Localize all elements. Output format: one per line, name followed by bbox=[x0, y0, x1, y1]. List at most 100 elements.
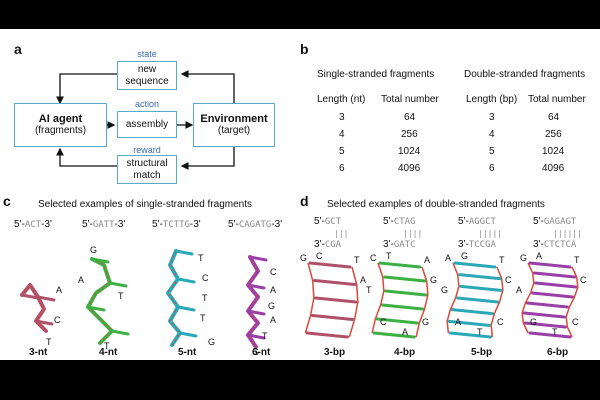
strand-prefix: 5'- bbox=[314, 216, 325, 227]
base-pair bbox=[523, 321, 567, 329]
ss-examples-title: Selected examples of single-stranded fra… bbox=[38, 199, 253, 210]
base-label: T bbox=[46, 337, 52, 347]
base-label: C bbox=[316, 251, 323, 261]
base-pair bbox=[378, 261, 422, 269]
environment-box: Environment (target) bbox=[193, 103, 275, 147]
strand-prefix: 3'- bbox=[458, 239, 469, 250]
ds-num-5: 1024 bbox=[542, 146, 565, 157]
base-label: A bbox=[516, 285, 522, 295]
base-pair bbox=[458, 273, 502, 281]
seq-bases: TCTTG bbox=[162, 220, 190, 230]
base-label: G bbox=[300, 253, 307, 263]
ds-pairs: |||| bbox=[403, 229, 423, 238]
base-pair bbox=[525, 301, 569, 309]
ss-num-4: 256 bbox=[401, 129, 418, 140]
base-label: G bbox=[268, 301, 275, 311]
base-pair bbox=[313, 279, 357, 286]
ss-structure-4-nt: GATT bbox=[78, 245, 130, 351]
seq-suffix: -3' bbox=[271, 219, 283, 230]
base-label: T bbox=[477, 327, 483, 337]
strand-prefix: 3'- bbox=[314, 239, 325, 250]
ds-len-5: 5 bbox=[489, 146, 495, 157]
reward-box: structural match bbox=[117, 155, 177, 184]
base-label: A bbox=[445, 253, 451, 263]
ds-num-6: 4096 bbox=[542, 163, 565, 174]
ds-pairs: ||||| bbox=[478, 229, 503, 238]
base-label: A bbox=[270, 315, 276, 325]
base-pair bbox=[450, 308, 494, 316]
base bbox=[108, 281, 128, 288]
ds-bottom-strand: 3'-CGA bbox=[314, 239, 348, 251]
seq-prefix: 5'- bbox=[14, 219, 25, 230]
base-label: A bbox=[455, 317, 461, 327]
base-pair bbox=[534, 281, 578, 289]
caption-5bp: 5-bp bbox=[471, 347, 493, 358]
assembly-text: assembly bbox=[125, 118, 169, 130]
reward-line2: match bbox=[133, 169, 161, 181]
base-pair bbox=[305, 331, 349, 339]
ss-col-length: Length (nt) bbox=[317, 94, 366, 105]
base-label: G bbox=[90, 245, 97, 255]
ds-seq-6bp: 5'-GAGAGT |||||| 3'-CTCTCA bbox=[533, 216, 582, 251]
ds-col-total: Total number bbox=[528, 94, 586, 105]
base-label: C bbox=[572, 317, 579, 327]
caption-6bp: 6-bp bbox=[547, 347, 569, 358]
base-label: A bbox=[536, 251, 542, 261]
strand-bases: CTAG bbox=[393, 217, 416, 227]
base-pair bbox=[528, 331, 572, 339]
base-pair bbox=[522, 311, 566, 319]
base-label: G bbox=[441, 285, 448, 295]
caption-3nt: 3-nt bbox=[29, 347, 48, 358]
panel-label-c: c bbox=[3, 193, 11, 209]
base bbox=[86, 305, 106, 312]
caption-6nt: 6-nt bbox=[252, 347, 271, 358]
base bbox=[174, 249, 194, 256]
seq-bases: GATT bbox=[92, 220, 115, 230]
base-label: A bbox=[402, 327, 408, 337]
base-label: C bbox=[497, 317, 504, 327]
ss-len-6: 6 bbox=[339, 163, 345, 174]
base-label: C bbox=[370, 253, 377, 263]
ds-pairs: ||| bbox=[334, 229, 349, 238]
base-pair bbox=[459, 284, 503, 292]
base-label: A bbox=[270, 285, 276, 295]
ss-len-4: 4 bbox=[339, 129, 345, 140]
base bbox=[176, 277, 196, 284]
base-label: G bbox=[208, 337, 215, 347]
base-pair bbox=[384, 289, 428, 297]
base-pair bbox=[308, 261, 352, 269]
seq-suffix: -3' bbox=[189, 219, 201, 230]
action-label: action bbox=[134, 99, 160, 109]
strand-prefix: 5'- bbox=[458, 216, 469, 227]
strand-backbone bbox=[565, 266, 579, 338]
ss-len-5: 5 bbox=[339, 146, 345, 157]
agent-sub: (fragments) bbox=[34, 125, 87, 136]
strand-bases: AGGCT bbox=[468, 217, 496, 227]
ds-len-4: 4 bbox=[489, 129, 495, 140]
state-line1: new bbox=[137, 63, 157, 75]
strand-bases: TCCGA bbox=[468, 240, 496, 250]
ds-bottom-strand: 3'-TCCGA bbox=[458, 239, 502, 251]
ds-bottom-strand: 3'-GATC bbox=[383, 239, 422, 251]
base-label: T bbox=[552, 327, 558, 337]
ss-num-3: 64 bbox=[404, 112, 416, 123]
base-label: A bbox=[56, 285, 62, 295]
state-line2: sequence bbox=[125, 75, 169, 87]
base bbox=[246, 333, 266, 340]
figure-panel: a state new sequence AI agent (fragments… bbox=[0, 29, 600, 360]
base-label: T bbox=[386, 251, 392, 261]
base-label: G bbox=[252, 347, 259, 357]
base-label: T bbox=[200, 313, 206, 323]
base-label: G bbox=[530, 317, 537, 327]
state-box: new sequence bbox=[117, 61, 177, 90]
seq-suffix: -3' bbox=[114, 219, 126, 230]
strand-prefix: 5'- bbox=[383, 216, 394, 227]
base-pair bbox=[456, 296, 500, 304]
strand-prefix: 3'- bbox=[533, 239, 544, 250]
strand-backbone bbox=[521, 262, 535, 334]
ds-seq-3bp: 5'-GCT ||| 3'-CGA bbox=[314, 216, 348, 251]
